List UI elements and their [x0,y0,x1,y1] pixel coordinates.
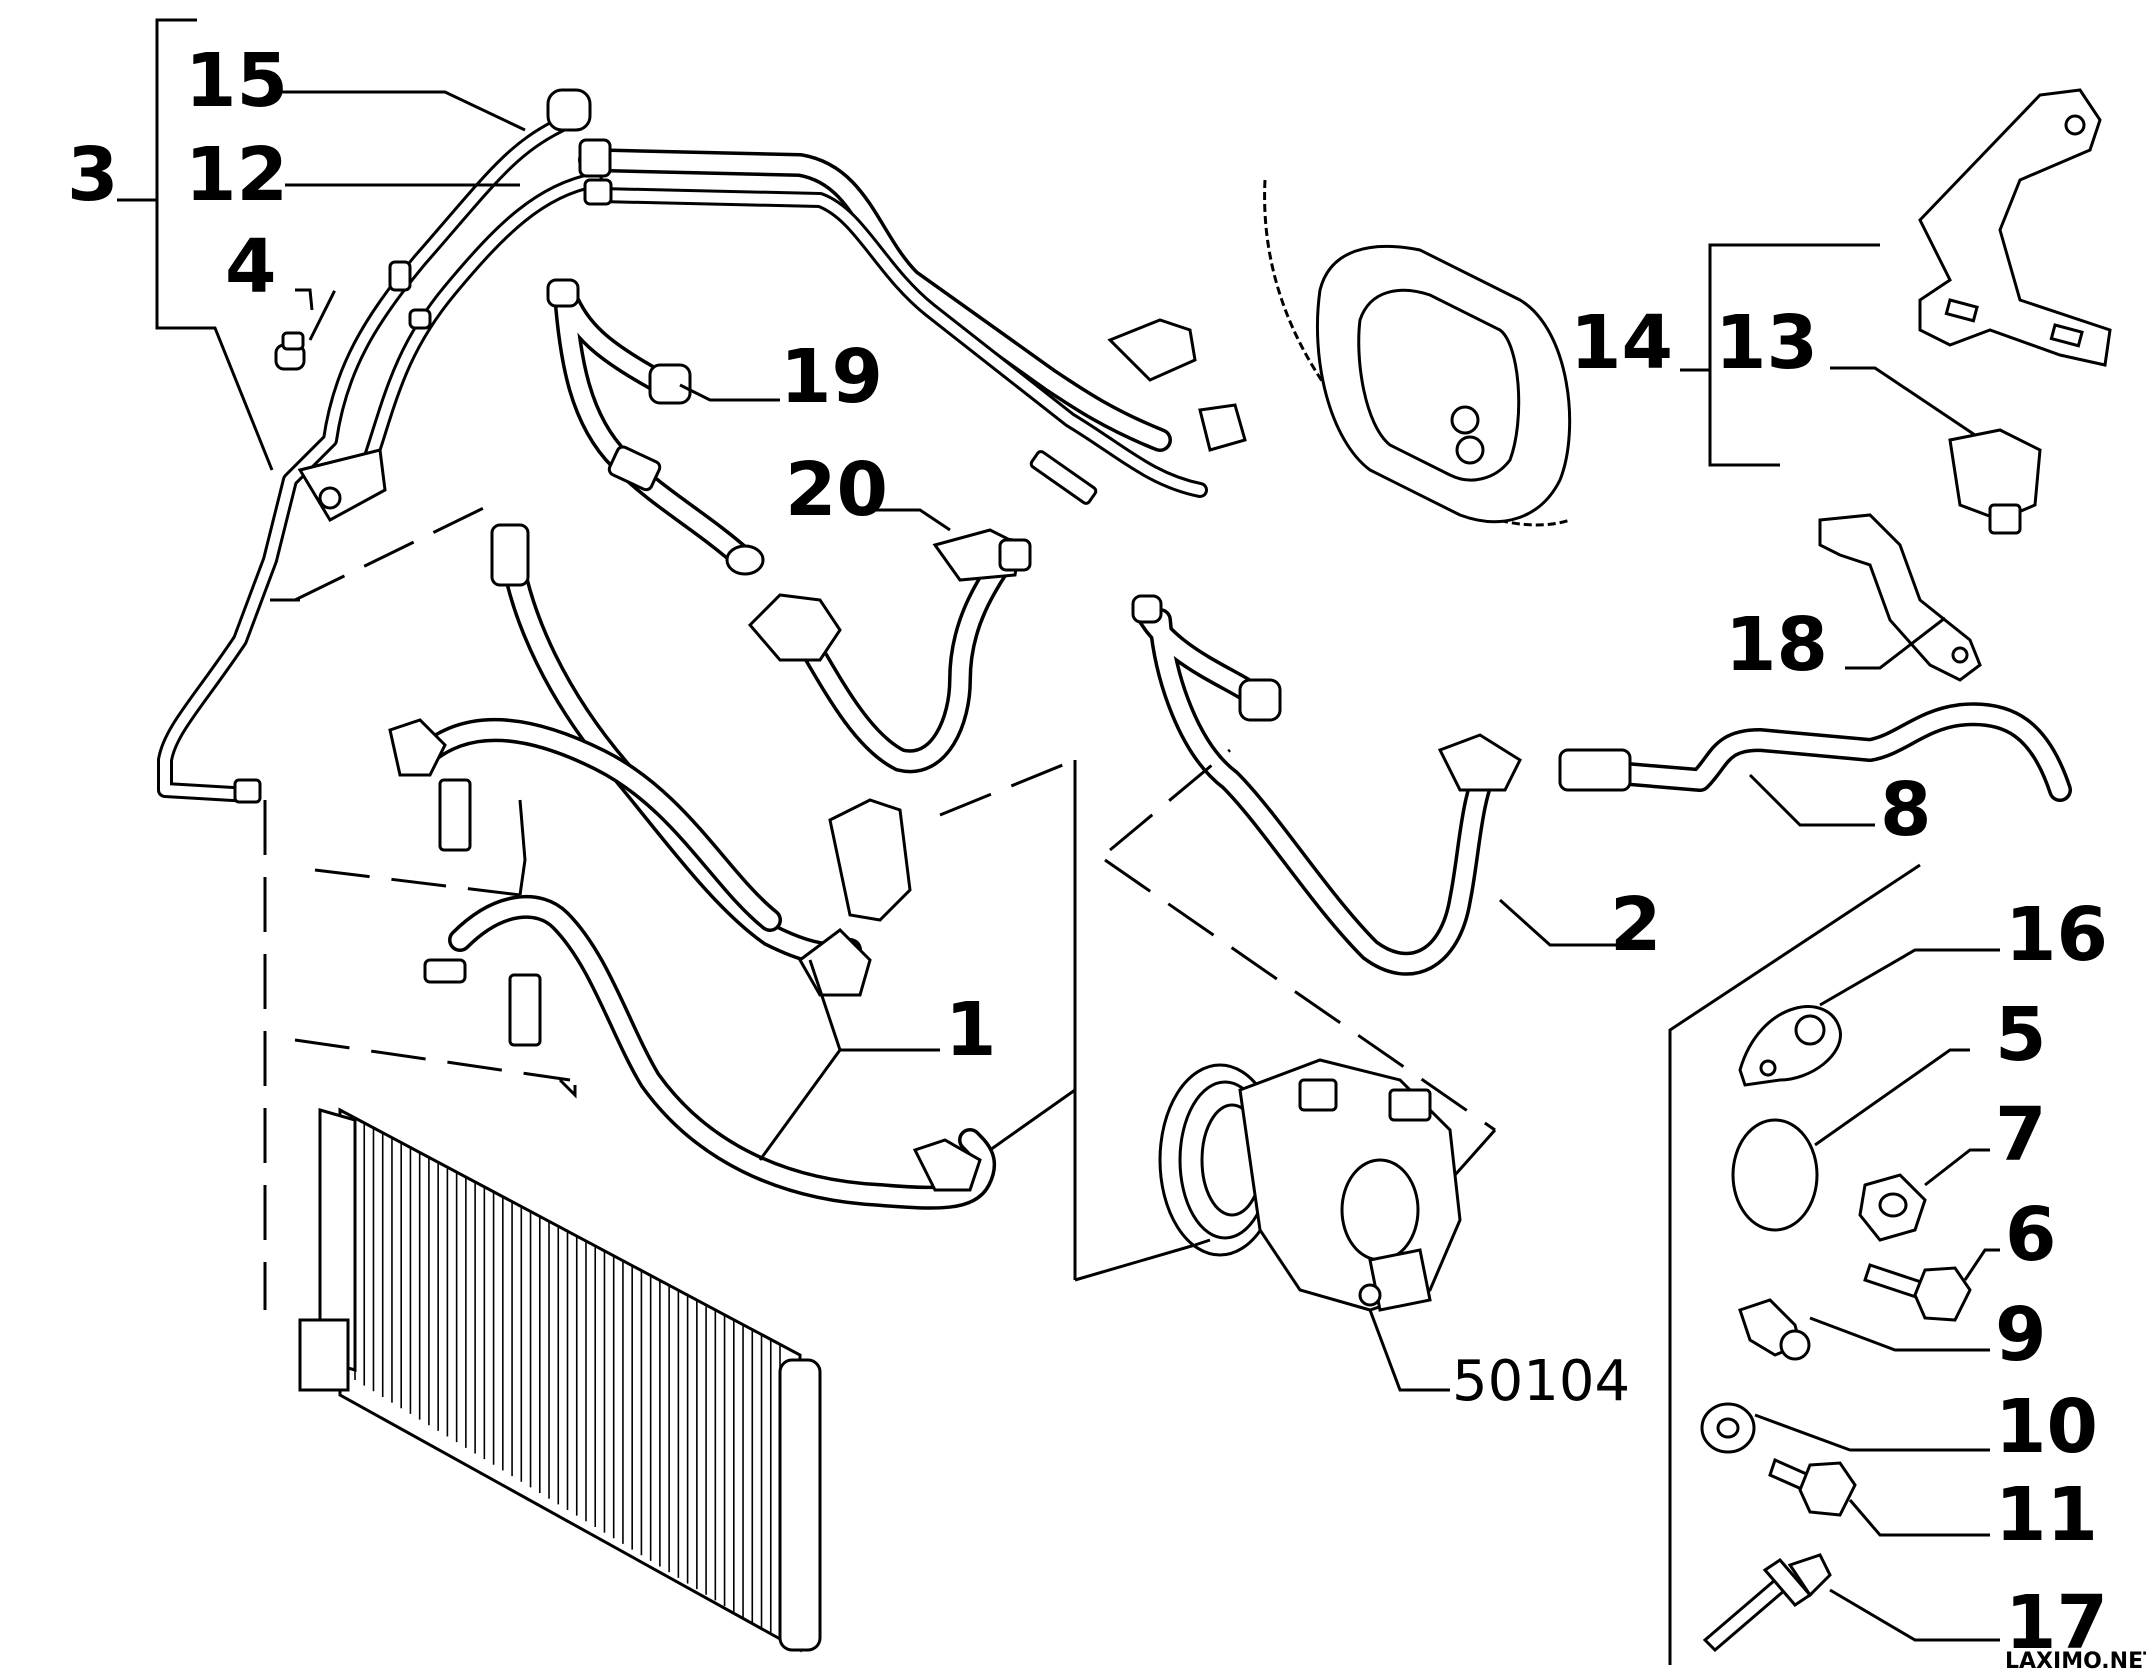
part-labels: 15 12 3 4 19 20 1 14 13 18 8 2 16 5 7 6 … [67,38,2146,1674]
compressor [1104,858,1497,1312]
hose-8 [1558,702,2072,802]
label-18: 18 [1725,602,1828,688]
hose-20 [747,528,1032,774]
label-1: 1 [945,987,997,1073]
label-12: 12 [185,132,288,218]
small-parts-column [1668,863,2000,1665]
hose-assembly-3 [157,88,1247,804]
label-17: 17 [2005,1580,2108,1666]
label-4: 4 [225,224,277,310]
bracket-18 [1818,513,1982,682]
interior-frame [1263,179,1572,527]
group-bracket-3 [117,18,274,471]
dashed-guides-left [263,498,1196,1310]
leader-lines [280,90,1875,1392]
label-7: 7 [1995,1092,2047,1178]
label-3: 3 [67,132,119,218]
condenser [298,1107,822,1653]
label-10: 10 [1995,1384,2098,1470]
label-14: 14 [1570,300,1673,386]
label-5: 5 [1995,992,2047,1078]
label-15: 15 [185,38,288,124]
watermark: LAXIMO.NET [2005,1649,2146,1674]
label-19: 19 [780,334,883,420]
label-6: 6 [2005,1192,2057,1278]
label-2: 2 [1610,882,1662,968]
hose-1 [388,523,997,1210]
hose-19 [546,278,765,576]
bracket-14 [1680,88,2112,467]
label-16: 16 [2005,892,2108,978]
label-13: 13 [1715,300,1818,386]
label-20: 20 [785,447,888,533]
sensor-13 [1830,366,2042,535]
label-11: 11 [1995,1472,2098,1558]
label-9: 9 [1995,1292,2047,1378]
label-50104: 50104 [1452,1349,1630,1414]
plug-part-4 [274,289,337,371]
label-8: 8 [1880,767,1932,853]
hose-2 [1109,594,1522,976]
